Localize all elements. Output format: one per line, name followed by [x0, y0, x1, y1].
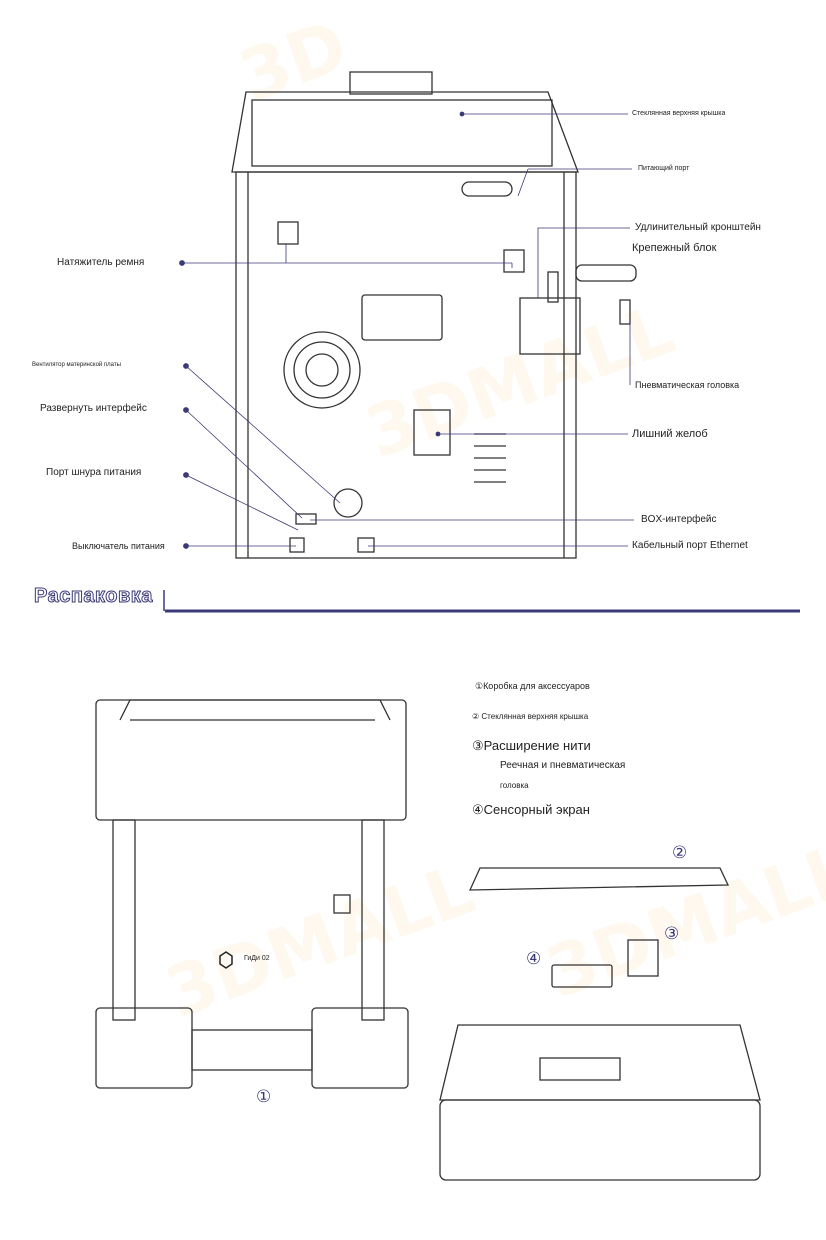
label-glass-lid: Стеклянная верхняя крышка [632, 110, 726, 117]
label-power-switch: Выключатель питания [72, 541, 165, 551]
marker-2: ② [672, 843, 688, 862]
label-pneumatic-head: Пневматическая головка [635, 380, 740, 390]
label-belt-tensioner: Натяжитель ремня [57, 257, 145, 268]
printer-brand-label: ГиДи 02 [244, 955, 270, 962]
unpack-item-4: ④Сенсорный экран [472, 802, 590, 817]
cube-logo-icon [219, 951, 233, 969]
label-expand-interface: Развернуть интерфейс [40, 403, 147, 414]
section-title: Распаковка [34, 585, 153, 608]
unpack-item-2: ② Стеклянная верхняя крышка [472, 712, 589, 721]
label-feed-port: Питающий порт [638, 165, 690, 172]
marker-4: ④ [526, 949, 542, 968]
label-extension-bracket: Удлинительный кронштейн [635, 222, 761, 233]
label-extra-chute: Лишний желоб [632, 428, 708, 440]
label-power-cord-port: Порт шнура питания [46, 467, 142, 478]
label-box-interface: BOX-интерфейс [641, 514, 717, 525]
unpack-item-3: ③Расширение нити [472, 738, 591, 753]
label-mainboard-fan: Вентилятор материнской платы [32, 362, 121, 368]
label-ethernet-port: Кабельный порт Ethernet [632, 540, 748, 551]
label-mount-block: Крепежный блок [632, 242, 717, 254]
unpack-item-1: ①Коробка для аксессуаров [475, 681, 590, 691]
unpack-item-3-sub1: Реечная и пневматическая [500, 760, 626, 771]
marker-1: ① [256, 1087, 272, 1106]
marker-3: ③ [664, 924, 680, 943]
unpack-item-3-sub2: головка [500, 781, 529, 790]
